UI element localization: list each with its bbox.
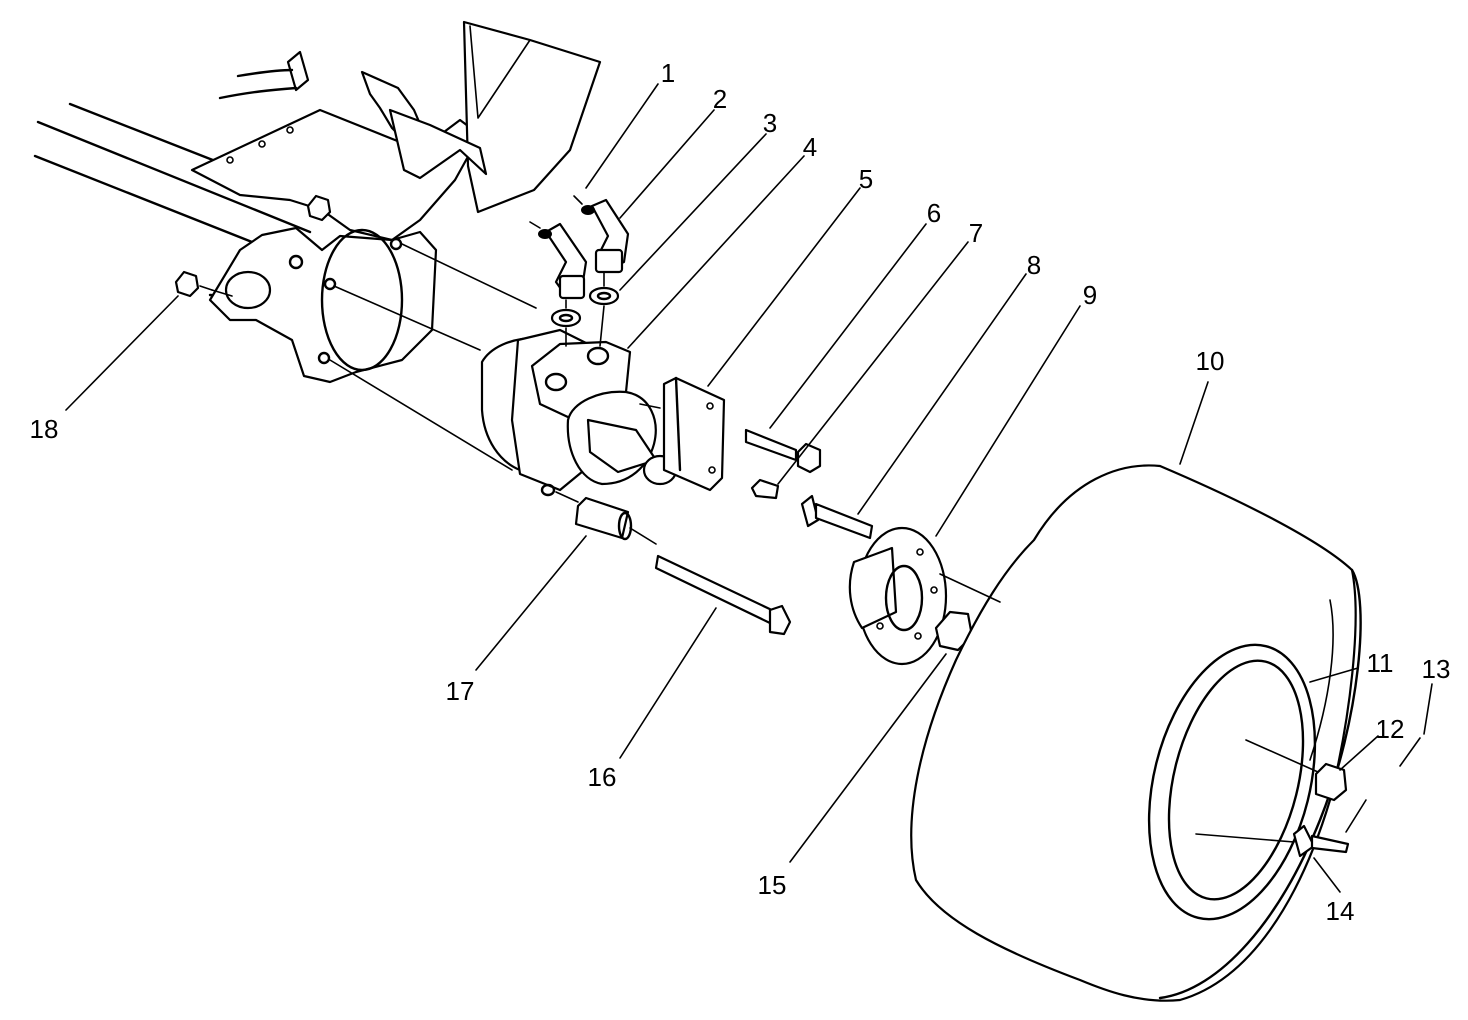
part-12-valve-cap: [1314, 762, 1348, 802]
part-17-spacer: [574, 496, 633, 541]
callout-9: 9: [1083, 280, 1097, 310]
assembly-lines: [211, 243, 1319, 843]
nut-upper: [306, 194, 332, 222]
part-6-bolt: [744, 428, 822, 474]
callout-3: 3: [763, 108, 777, 138]
callout-16: 16: [588, 762, 617, 792]
callout-14: 14: [1326, 896, 1355, 926]
callouts: 1 2 3 4 5 6 7 8 9 10 11 12 13 14 15 16 1…: [30, 58, 1451, 926]
callout-2: 2: [713, 84, 727, 114]
part-14-valve-stem: [1292, 824, 1350, 858]
callout-8: 8: [1027, 250, 1041, 280]
part-10-tire: [910, 464, 1362, 1002]
callout-15: 15: [758, 870, 787, 900]
callout-4: 4: [803, 132, 817, 162]
callout-6: 6: [927, 198, 941, 228]
callout-11: 11: [1367, 648, 1394, 678]
leader-lines: [65, 83, 1433, 893]
callout-10: 10: [1196, 346, 1225, 376]
callout-18: 18: [30, 414, 59, 444]
callout-7: 7: [969, 218, 983, 248]
callout-1: 1: [661, 58, 675, 88]
callout-17: 17: [446, 676, 475, 706]
part-18-nut: [174, 270, 213, 298]
part-9-hub: [848, 526, 948, 666]
part-16-bolt: [654, 554, 792, 636]
part-1-orings: [529, 195, 595, 239]
callout-5: 5: [859, 164, 873, 194]
part-13-dash: [1345, 737, 1421, 833]
part-2-fittings: [544, 198, 630, 300]
part-5-bracket: [662, 376, 726, 492]
hydraulic-motor: [480, 328, 678, 497]
frame-assembly: [33, 20, 602, 384]
callout-12: 12: [1376, 714, 1405, 744]
callout-13: 13: [1422, 654, 1451, 684]
part-3-washers: [550, 271, 620, 347]
part-8-stud: [800, 494, 874, 540]
part-7-key: [750, 478, 780, 500]
